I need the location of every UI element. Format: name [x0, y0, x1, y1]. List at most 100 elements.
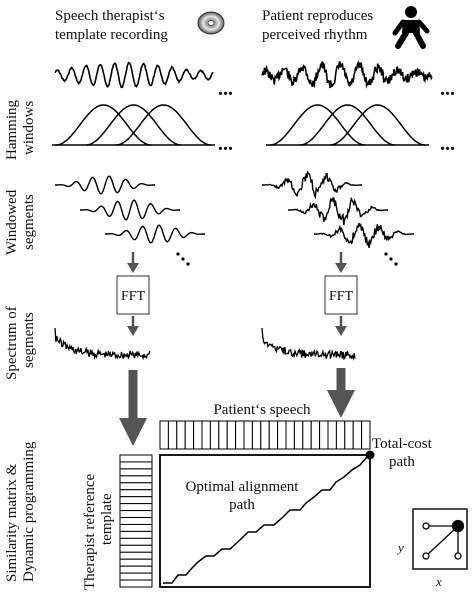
patient-speech-cell — [193, 420, 203, 450]
therapist-template-cell — [119, 579, 153, 588]
fft-label-left: FFT — [121, 289, 146, 304]
therapist-ref-label-line2: template — [99, 493, 115, 545]
patient-speech-cell — [167, 420, 178, 450]
ellipsis-wave-left: ... — [218, 78, 233, 100]
big-arrow-left — [119, 370, 147, 446]
hamming-windows-right — [266, 104, 429, 146]
spectrum-right — [261, 327, 356, 361]
total-cost-endpoint — [365, 450, 375, 460]
patient-speech-cell — [268, 420, 279, 450]
patient-speech-cell — [226, 420, 237, 450]
ellipsis-hamming-left: ... — [218, 133, 233, 155]
therapist-ref-label-line1: Therapist reference — [82, 473, 98, 590]
hamming-window-curve — [85, 104, 182, 146]
windowed-segment — [55, 175, 155, 195]
spectrum-left — [54, 327, 151, 361]
hamming-windows-left — [52, 104, 215, 146]
windowed-segment — [80, 199, 180, 221]
row-label-hamming-line1: Hamming — [4, 100, 20, 160]
hamming-window-curve — [329, 104, 426, 146]
row-label-similarity-line1: Similarity matrix & — [4, 463, 20, 582]
inset-y-label: y — [396, 540, 404, 555]
windowed-segment — [262, 170, 362, 200]
patient-speech-cell — [310, 420, 321, 450]
patient-speech-cell — [176, 420, 186, 450]
windowed-segment — [105, 224, 205, 244]
optimal-alignment-path — [163, 454, 371, 584]
row-label-windowed-line1: Windowed — [4, 189, 20, 255]
therapist-template-cell — [119, 517, 153, 525]
therapist-template-cell — [119, 544, 153, 553]
patient-speech-cell — [243, 420, 253, 450]
patient-speech-cell — [352, 420, 363, 450]
patient-speech-cell — [235, 420, 245, 450]
therapist-template-cell — [119, 510, 153, 519]
windowed-segment — [288, 196, 388, 226]
therapist-template-cell — [119, 530, 153, 539]
ellipsis-hamming-right: ... — [440, 133, 455, 155]
therapist-template-cell — [119, 565, 153, 574]
therapist-template-cell — [119, 475, 153, 484]
therapist-template-cell — [119, 572, 153, 581]
inset-box — [412, 508, 468, 570]
header-left-line2: template recording — [55, 27, 168, 43]
similarity-matrix — [159, 454, 371, 588]
therapist-template-cell — [119, 489, 153, 498]
arrow-from-fft-right — [335, 316, 347, 336]
patient-speech-bar — [159, 420, 371, 450]
header-right-line2: perceived rhythm — [262, 27, 368, 43]
row-label-windowed-line2: segments — [21, 194, 37, 250]
segment-dots-right — [384, 252, 398, 266]
patient-speech-cell — [209, 420, 220, 450]
arrow-from-fft-left — [127, 316, 139, 336]
total-cost-label-line1: Total-cost — [372, 436, 433, 452]
header-right-line1: Patient reproduces — [262, 8, 373, 24]
patient-speech-cell — [201, 420, 211, 450]
total-cost-label-line2: path — [389, 454, 415, 470]
inset-x-label: x — [435, 574, 442, 589]
optimal-path-label-line2: path — [229, 497, 255, 513]
big-arrow-right — [327, 368, 355, 418]
patient-speech-cell — [327, 420, 337, 450]
patient-speech-cell — [218, 420, 228, 450]
patient-speech-label: Patient‘s speech — [213, 402, 311, 418]
ellipsis-wave-right: ... — [440, 78, 455, 100]
therapist-template-cell — [119, 482, 153, 491]
patient-speech-cell — [184, 420, 195, 450]
optimal-path-label-line1: Optimal alignment — [186, 479, 300, 495]
therapist-template-cell — [119, 523, 153, 532]
patient-speech-cell — [302, 420, 312, 450]
therapist-template-bar — [119, 454, 153, 588]
compact-disc-icon — [197, 11, 225, 35]
dtw-step-icon — [422, 519, 465, 560]
therapist-template-cell — [119, 503, 153, 512]
therapist-template-cell — [119, 537, 153, 546]
therapist-template-cell — [119, 454, 153, 463]
walking-person-icon — [392, 6, 430, 49]
fft-box-left — [116, 275, 150, 315]
patient-speech-cell — [260, 420, 270, 450]
hamming-window-curve — [269, 104, 366, 146]
patient-speech-cell — [251, 420, 262, 450]
therapist-template-cell — [119, 461, 153, 470]
segment-dots-left — [176, 252, 190, 266]
patient-speech-cell — [319, 420, 329, 450]
row-label-similarity-line2: Dynamic programming — [21, 441, 37, 582]
arrow-to-fft-right — [335, 252, 347, 273]
row-label-hamming-line2: windows — [21, 101, 37, 155]
row-label-spectrum-line1: Spectrum of — [4, 306, 20, 380]
therapist-waveform — [54, 61, 214, 89]
therapist-template-cell — [119, 468, 153, 477]
header-left-line1: Speech therapist‘s — [55, 8, 165, 24]
row-label-spectrum-line2: segments — [21, 312, 37, 368]
patient-waveform — [261, 60, 433, 89]
patient-speech-cell — [159, 420, 169, 450]
patient-speech-cell — [344, 420, 354, 450]
hamming-window-curve — [115, 104, 212, 146]
therapist-template-cell — [119, 551, 153, 560]
windowed-segments — [55, 170, 414, 249]
fft-box-right — [324, 275, 358, 315]
patient-speech-cell — [361, 420, 371, 450]
